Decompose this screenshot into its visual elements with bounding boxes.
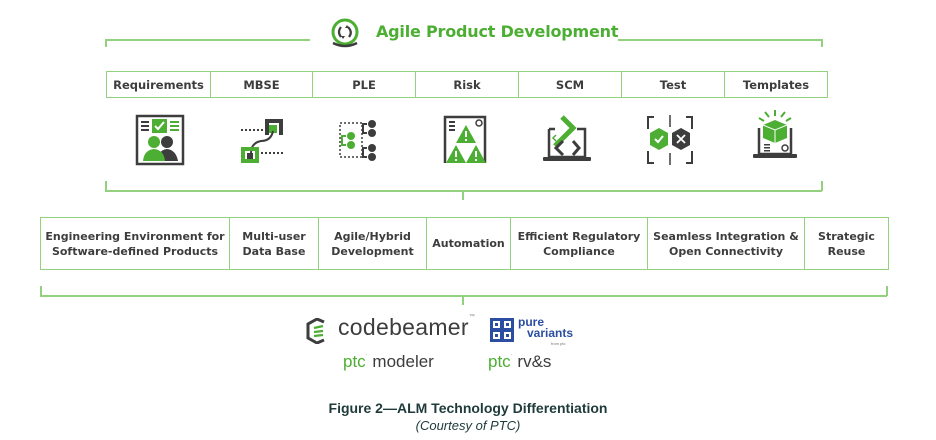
top-bracket-right-tick [821, 39, 823, 47]
risk-icon [441, 113, 493, 167]
top-bracket-left-tick [105, 39, 107, 47]
bottom-bracket-left-tick [40, 286, 42, 296]
codebeamer-tm: ™ [468, 314, 476, 320]
ptc-rvs-logo: ptc· rv&s [488, 352, 551, 372]
differentiator-automation: Automation [427, 218, 511, 269]
top-bracket-left [105, 39, 310, 41]
top-bracket-right [618, 39, 822, 41]
capability-templates: Templates [742, 77, 810, 92]
mbse-icon [237, 113, 289, 167]
pure-variants-word1: pure [518, 315, 545, 329]
pure-variants-from-ptc: from ptc [551, 341, 566, 346]
middle-bracket-right-tick [821, 181, 823, 191]
modeler-name: modeler [372, 352, 434, 371]
differentiator-line1: Seamless Integration & [653, 229, 799, 243]
middle-bracket-left-tick [105, 181, 107, 191]
differentiator-line2: Reuse [827, 244, 866, 258]
capability-ple: PLE [313, 72, 416, 97]
differentiator-line1: Multi-user [242, 229, 306, 243]
differentiator-line2: Data Base [242, 244, 306, 258]
codebeamer-logo-icon [305, 317, 329, 345]
middle-bracket-stem [462, 190, 464, 200]
scm-icon [541, 113, 593, 167]
agile-cycle-icon [328, 17, 362, 49]
pure-variants-logo-icon [490, 318, 514, 342]
capability-mbse: MBSE [211, 72, 313, 97]
figure-caption-credit: (Courtesy of PTC) [415, 418, 521, 433]
codebeamer-logo-text: codebeamer™ [338, 314, 475, 341]
differentiator-line1: Efficient Regulatory [517, 229, 641, 243]
pure-variants-word2: variants [527, 326, 574, 340]
differentiator-line2: Software-defined Products [51, 244, 219, 258]
rvs-name: rv&s [517, 352, 552, 371]
capability-scm: SCM [519, 72, 622, 97]
middle-bracket-line [105, 190, 822, 192]
capability-risk: Risk [416, 72, 519, 97]
differentiator-seamless-integration: Seamless Integration &Open Connectivity [648, 218, 805, 269]
capability-requirements: Requirements [107, 72, 211, 97]
differentiator-line1: Strategic [818, 229, 875, 243]
ptc-registered-mark: · [365, 352, 368, 358]
bottom-bracket-stem [462, 295, 464, 305]
differentiator-line1: Engineering Environment for [45, 229, 225, 243]
requirements-icon [134, 113, 186, 167]
differentiator-line2: Compliance [543, 244, 615, 258]
capability-test: Test [622, 72, 725, 97]
ptc-registered-mark: · [510, 352, 513, 358]
differentiator-line2: Development [331, 244, 414, 258]
test-icon [644, 113, 696, 167]
ple-icon [336, 113, 388, 167]
figure-caption-title: Figure 2—ALM Technology Differentiation [328, 400, 608, 416]
capabilities-row: Requirements MBSE PLE Risk SCM Test Temp… [106, 71, 828, 98]
templates-icon [749, 106, 801, 166]
bottom-bracket-right-tick [886, 286, 888, 296]
differentiator-line2: Open Connectivity [668, 244, 783, 258]
codebeamer-name: codebeamer [338, 314, 469, 340]
ptc-prefix: ptc [343, 352, 366, 371]
differentiator-line1: Agile/Hybrid [334, 229, 411, 243]
bottom-bracket-line [40, 295, 887, 297]
ptc-prefix: ptc [488, 352, 511, 371]
differentiator-line1: Automation [432, 237, 505, 250]
ptc-modeler-logo: ptc· modeler [343, 352, 434, 372]
page-title: Agile Product Development [376, 22, 619, 41]
